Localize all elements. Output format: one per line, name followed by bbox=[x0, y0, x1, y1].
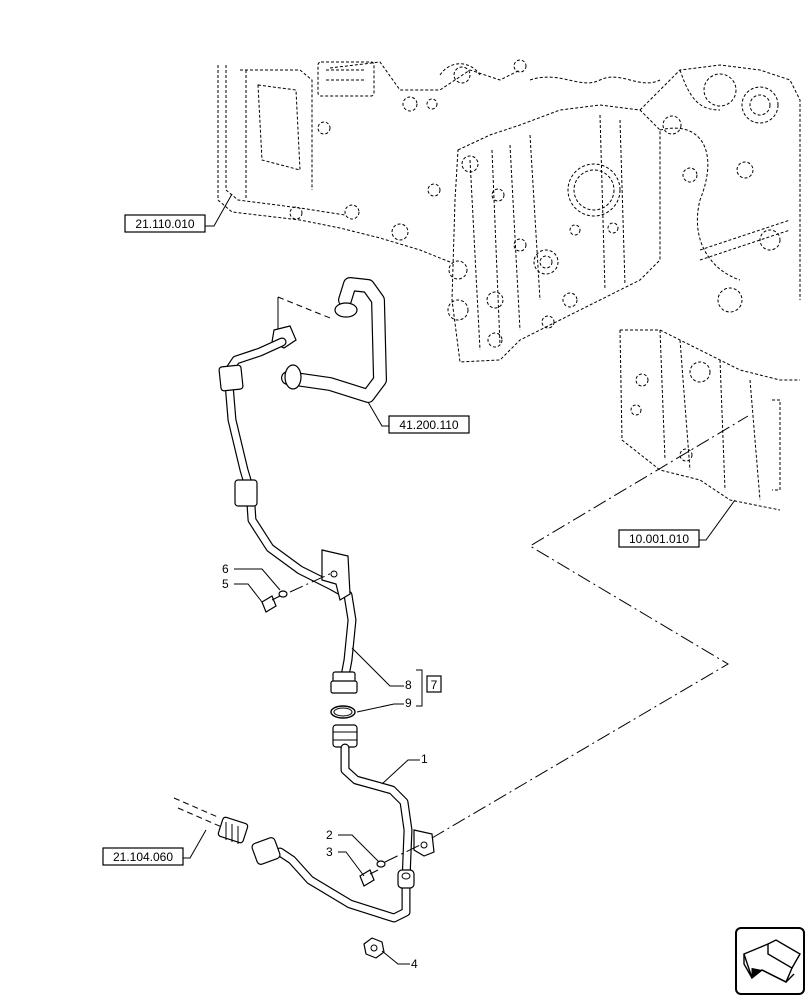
bracket-8-9 bbox=[416, 669, 423, 707]
reference-label-21-110-010[interactable]: 21.110.010 bbox=[124, 214, 206, 233]
reference-leader bbox=[205, 193, 233, 227]
pipe-bracket bbox=[321, 549, 351, 601]
fuel-line-stub bbox=[173, 797, 249, 844]
reference-label-41-200-110[interactable]: 41.200.110 bbox=[388, 415, 470, 434]
pipe-sleeve bbox=[218, 364, 244, 392]
svg-text:8: 8 bbox=[405, 678, 412, 692]
svg-text:2: 2 bbox=[326, 828, 333, 842]
svg-text:41.200.110: 41.200.110 bbox=[399, 418, 458, 432]
svg-text:5: 5 bbox=[222, 577, 229, 591]
pipe-sleeve bbox=[234, 479, 258, 507]
engine-block-outline bbox=[217, 59, 801, 511]
hose-end bbox=[334, 302, 358, 318]
svg-text:1: 1 bbox=[421, 752, 428, 766]
callout-6: 6 bbox=[222, 562, 281, 591]
reference-label-21-104-060[interactable]: 21.104.060 bbox=[102, 847, 184, 866]
pipe-end-nut bbox=[251, 837, 281, 865]
nut bbox=[363, 937, 385, 959]
svg-text:10.001.010: 10.001.010 bbox=[629, 532, 689, 546]
pipe-fitting-hex bbox=[330, 680, 358, 694]
svg-text:21.110.010: 21.110.010 bbox=[135, 217, 194, 231]
washer-upper bbox=[278, 590, 288, 598]
lower-pipe bbox=[251, 724, 435, 923]
reference-leader bbox=[367, 401, 389, 427]
svg-text:4: 4 bbox=[411, 957, 418, 971]
o-ring bbox=[330, 705, 356, 719]
navigation-arrow-icon[interactable] bbox=[735, 927, 805, 995]
svg-text:7: 7 bbox=[431, 678, 438, 692]
upper-pipe-assembly bbox=[218, 296, 358, 694]
callout-3: 3 bbox=[326, 845, 365, 877]
centerline bbox=[384, 844, 421, 863]
pipe-bracket bbox=[413, 829, 435, 857]
callout-9: 9 bbox=[356, 696, 412, 713]
callout-4: 4 bbox=[381, 950, 418, 971]
centerline bbox=[289, 571, 335, 593]
callout-8: 8 bbox=[351, 647, 412, 692]
svg-text:9: 9 bbox=[405, 696, 412, 710]
bolt-lower bbox=[359, 869, 379, 887]
reference-leader bbox=[183, 829, 207, 859]
svg-text:6: 6 bbox=[222, 562, 229, 576]
callout-7-box: 7 bbox=[426, 675, 442, 693]
callout-5: 5 bbox=[222, 577, 263, 603]
fuel-connector bbox=[217, 816, 249, 844]
bolt-upper bbox=[261, 595, 281, 613]
centerline bbox=[431, 415, 749, 839]
svg-text:3: 3 bbox=[326, 845, 333, 859]
reference-label-10-001-010[interactable]: 10.001.010 bbox=[618, 529, 700, 548]
callout-2: 2 bbox=[326, 828, 380, 863]
reference-leader bbox=[699, 499, 736, 541]
hose-end bbox=[284, 364, 302, 390]
return-hose bbox=[281, 277, 387, 403]
svg-text:21.104.060: 21.104.060 bbox=[113, 850, 173, 864]
washer-lower bbox=[376, 860, 386, 868]
callout-1: 1 bbox=[381, 752, 428, 785]
